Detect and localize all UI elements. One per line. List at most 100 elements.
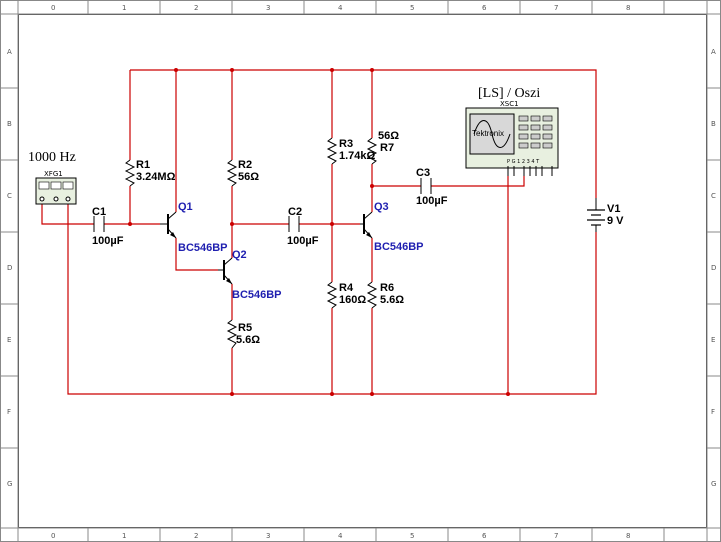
q3-emitter-arrow — [366, 232, 372, 238]
col-label: 3 — [266, 532, 270, 540]
transistor-q3[interactable]: Q3 BC546BP — [360, 201, 424, 253]
sine-wave-icon — [38, 181, 50, 190]
v1-value: 9 V — [607, 215, 624, 227]
scope-terminals[interactable] — [507, 166, 553, 176]
row-label: D — [711, 264, 716, 272]
row-label: F — [711, 408, 715, 416]
resistor-r3[interactable]: R3 1.74kΩ — [326, 137, 376, 165]
row-label: B — [711, 120, 716, 128]
oscilloscope[interactable]: [LS] / Oszi XSC1 Tektronix P G 1 2 3 4 T — [465, 86, 559, 176]
battery-v1[interactable]: V1 9 V — [587, 198, 624, 232]
r6-ref: R6 — [380, 282, 394, 294]
col-label: 7 — [554, 532, 558, 540]
r3-value: 1.74kΩ — [339, 150, 376, 162]
row-labels-right: A B C D E F G — [711, 48, 716, 488]
col-label: 2 — [194, 4, 198, 12]
r1-ref: R1 — [136, 159, 150, 171]
col-label: 8 — [626, 532, 630, 540]
row-ticks — [0, 87, 721, 449]
triangle-wave-icon — [50, 181, 62, 190]
q2-ref: Q2 — [232, 249, 247, 261]
transistor-q1[interactable]: Q1 BC546BP — [160, 201, 228, 254]
capacitor-c1[interactable]: C1 100µF — [92, 206, 124, 247]
column-ticks — [87, 0, 665, 542]
c2-value: 100µF — [287, 235, 319, 247]
col-label: 4 — [338, 4, 343, 12]
c3-ref: C3 — [416, 167, 430, 179]
row-label: A — [7, 48, 12, 56]
r7-value: 56Ω — [378, 130, 399, 142]
scope-ref: XSC1 — [500, 100, 519, 108]
q2-model: BC546BP — [232, 289, 282, 301]
column-labels-top: 0 1 2 3 4 5 6 7 8 — [51, 4, 630, 12]
vcc-rail — [130, 69, 597, 198]
r5-ref: R5 — [238, 322, 252, 334]
r2-value: 56Ω — [238, 171, 259, 183]
square-wave-icon — [62, 181, 74, 190]
row-label: E — [711, 336, 715, 344]
c3-to-scope-ch1 — [431, 176, 525, 187]
col-label: 6 — [482, 4, 487, 12]
junction-dots — [128, 68, 510, 396]
r1-value: 3.24MΩ — [136, 171, 176, 183]
col-label: 0 — [51, 4, 55, 12]
r7-ref: R7 — [380, 142, 394, 154]
col-label: 5 — [410, 532, 414, 540]
function-generator[interactable]: 1000 Hz XFG1 — [28, 150, 77, 205]
transistor-q2[interactable]: Q2 BC546BP — [218, 249, 282, 301]
resistor-r7[interactable]: 56Ω R7 — [366, 130, 399, 165]
r5-value: 5.6Ω — [236, 334, 260, 346]
resistor-r2[interactable]: R2 56Ω — [226, 159, 259, 187]
c1-value: 100µF — [92, 235, 124, 247]
col-label: 0 — [51, 532, 55, 540]
q1-ref: Q1 — [178, 201, 193, 213]
q2-emitter-arrow — [226, 278, 232, 284]
scope-brand: Tektronix — [472, 129, 504, 138]
resistor-r1[interactable]: R1 3.24MΩ — [124, 159, 176, 187]
col-label: 7 — [554, 4, 558, 12]
scope-title: [LS] / Oszi — [478, 86, 540, 101]
scope-knobs — [518, 115, 553, 149]
r2-ref: R2 — [238, 159, 252, 171]
generator-terminal-minus[interactable] — [65, 196, 71, 202]
row-label: G — [711, 480, 716, 488]
generator-terminal-plus[interactable] — [39, 196, 45, 202]
row-label: C — [7, 192, 12, 200]
col-label: 8 — [626, 4, 630, 12]
row-label: A — [711, 48, 716, 56]
row-label: B — [7, 120, 12, 128]
r4-ref: R4 — [339, 282, 354, 294]
row-label: D — [7, 264, 12, 272]
generator-title: 1000 Hz — [28, 150, 76, 165]
row-label: C — [711, 192, 716, 200]
q1-emitter-arrow — [170, 232, 176, 238]
c2-ref: C2 — [288, 206, 302, 218]
q1-emitter-wire — [175, 238, 218, 271]
col-label: 5 — [410, 4, 414, 12]
col-label: 2 — [194, 532, 198, 540]
resistor-r6[interactable]: R6 5.6Ω — [366, 281, 404, 309]
q3-ref: Q3 — [374, 201, 389, 213]
col-label: 1 — [122, 4, 126, 12]
scope-terminal-labels: P G 1 2 3 4 T — [507, 159, 540, 165]
capacitor-c2[interactable]: C2 100µF — [287, 206, 319, 247]
capacitor-c3[interactable]: C3 100µF — [416, 167, 448, 207]
r3-ref: R3 — [339, 138, 353, 150]
col-label: 1 — [122, 532, 126, 540]
q1-model: BC546BP — [178, 242, 228, 254]
column-labels-bottom: 0 1 2 3 4 5 6 7 8 — [51, 532, 630, 540]
v1-ref: V1 — [607, 203, 620, 215]
generator-terminal-common[interactable] — [53, 196, 59, 202]
row-labels-left: A B C D E F G — [7, 48, 12, 488]
c1-ref: C1 — [92, 206, 106, 218]
resistor-r4[interactable]: R4 160Ω — [326, 281, 366, 309]
col-label: 3 — [266, 4, 270, 12]
col-label: 6 — [482, 532, 487, 540]
r4-value: 160Ω — [339, 294, 366, 306]
row-label: E — [7, 336, 11, 344]
resistor-r5[interactable]: R5 5.6Ω — [226, 319, 260, 349]
c3-value: 100µF — [416, 195, 448, 207]
gen-signal-wire — [41, 204, 94, 225]
